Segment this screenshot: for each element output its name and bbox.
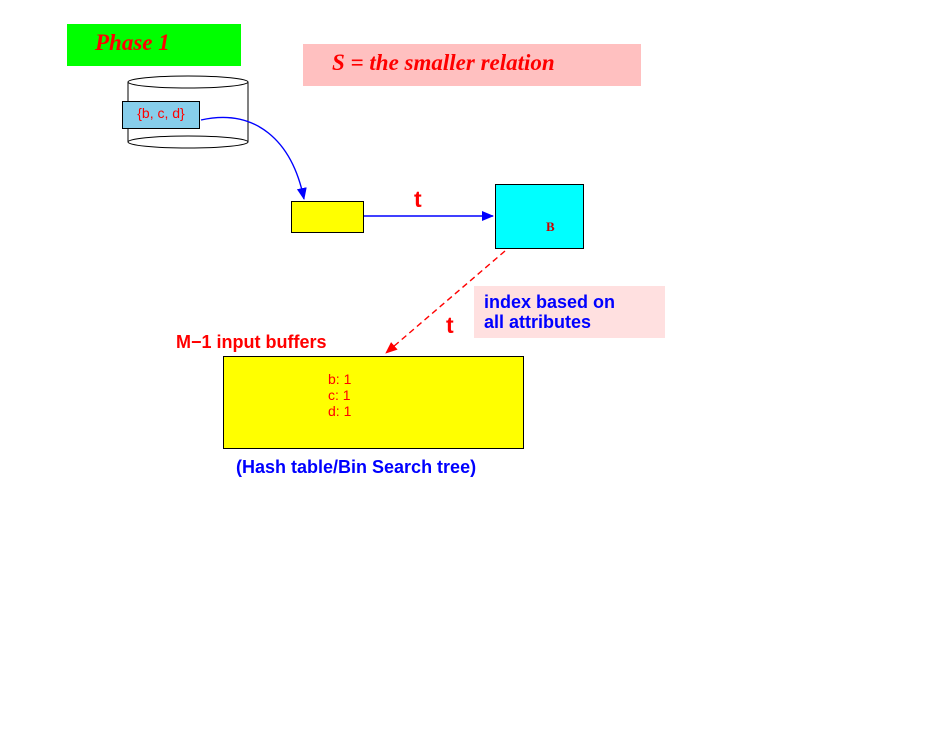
relation-label: S = the smaller relation [332, 50, 555, 75]
count-item: b: 1 [328, 371, 352, 387]
tuple-to-buffer-arrow [200, 116, 307, 200]
phase-label-box [67, 24, 241, 66]
count-item: d: 1 [328, 403, 352, 419]
index-note-box [474, 286, 665, 338]
tuple-label: {b, c, d} [137, 105, 185, 121]
index-note-line: index based on [484, 292, 616, 312]
count-list: b: 1 c: 1 d: 1 [328, 371, 351, 419]
operator-to-buffers-arrow [385, 250, 506, 354]
tuple-box [122, 101, 200, 129]
buffers-label: M−1 input buffers [176, 332, 327, 352]
input-buffer [291, 201, 364, 233]
intersection-operator-box [495, 184, 584, 249]
count-item: c: 1 [328, 387, 351, 403]
tuple-flow-label-middle: t [446, 312, 454, 338]
relation-label-box [303, 44, 641, 86]
index-note-line: all attributes [484, 312, 592, 332]
operator-subscript: B [546, 219, 555, 234]
phase-label: Phase 1 [95, 30, 170, 55]
input-buffers-area [223, 356, 524, 449]
index-note: index based on all attributes [484, 292, 615, 332]
tuple-flow-label-top: t [414, 186, 422, 212]
structure-label: (Hash table/Bin Search tree) [236, 457, 477, 477]
